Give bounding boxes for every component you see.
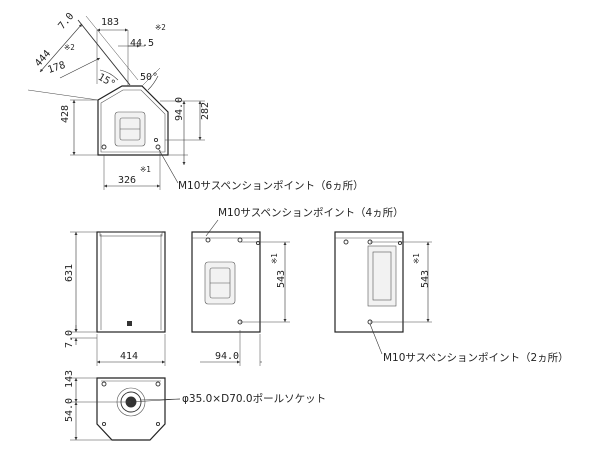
dim-15deg: 15° bbox=[96, 72, 117, 91]
note-1-a: ※1 bbox=[270, 253, 279, 264]
suspension-point bbox=[155, 421, 161, 427]
dim-7-0-bottom: 7.0 bbox=[64, 330, 75, 348]
dim-326: 326 bbox=[118, 175, 136, 186]
suspension-point bbox=[153, 137, 159, 143]
dim-44-5: 44.5 bbox=[130, 38, 154, 49]
dim-631: 631 bbox=[64, 264, 75, 282]
suspension-point bbox=[205, 237, 211, 243]
note-2-right: ※2 bbox=[155, 23, 166, 32]
label-suspension-6: M10サスペンションポイント（6ヵ所） bbox=[178, 180, 364, 192]
monitor-side-view: 183 44.5 ※2 7.0 444 178 ※2 15° 50° 428 bbox=[27, 11, 364, 192]
bottom-view-cabinet bbox=[96, 377, 166, 441]
front-view: 631 7.0 414 bbox=[64, 231, 166, 366]
suspension-point bbox=[343, 239, 349, 245]
dim-183: 183 bbox=[101, 17, 119, 28]
dim-428: 428 bbox=[60, 105, 71, 123]
dim-543-a: 543 bbox=[276, 270, 287, 288]
dim-282: 282 bbox=[200, 102, 211, 120]
bottom-view: 143 54.0 φ35.0×D70.0ポールソケット bbox=[64, 370, 326, 441]
dim-94-0-bottom: 94.0 bbox=[215, 351, 239, 362]
note-1-b: ※1 bbox=[412, 253, 421, 264]
dim-50deg: 50° bbox=[140, 72, 158, 83]
dim-143: 143 bbox=[64, 370, 75, 388]
front-view-cabinet bbox=[96, 231, 166, 333]
suspension-point bbox=[101, 381, 107, 387]
dim-7-0-top: 7.0 bbox=[56, 11, 76, 32]
note-1-top: ※1 bbox=[140, 165, 151, 174]
rear-panel bbox=[367, 245, 397, 307]
label-pole-socket: φ35.0×D70.0ポールソケット bbox=[182, 393, 326, 405]
suspension-point bbox=[101, 421, 107, 427]
dim-543-b: 543 bbox=[420, 270, 431, 288]
dim-54-0: 54.0 bbox=[64, 398, 75, 422]
dim-178: 178 bbox=[46, 60, 67, 76]
note-2-left: ※2 bbox=[64, 43, 75, 52]
rear-view: 543 ※1 M10サスペンションポイント（2ヵ所） bbox=[334, 231, 569, 364]
dim-94-0-side: 94.0 bbox=[174, 97, 185, 121]
suspension-point bbox=[155, 381, 161, 387]
suspension-point bbox=[255, 240, 261, 246]
dim-414: 414 bbox=[120, 351, 138, 362]
label-suspension-4: M10サスペンションポイント（4ヵ所） bbox=[218, 207, 404, 219]
suspension-point bbox=[101, 144, 107, 150]
suspension-point bbox=[397, 240, 403, 246]
side-view: M10サスペンションポイント（4ヵ所） 543 ※1 94.0 bbox=[191, 207, 404, 366]
suspension-point bbox=[155, 144, 161, 150]
label-suspension-2: M10サスペンションポイント（2ヵ所） bbox=[383, 352, 569, 364]
front-logo bbox=[127, 321, 132, 326]
